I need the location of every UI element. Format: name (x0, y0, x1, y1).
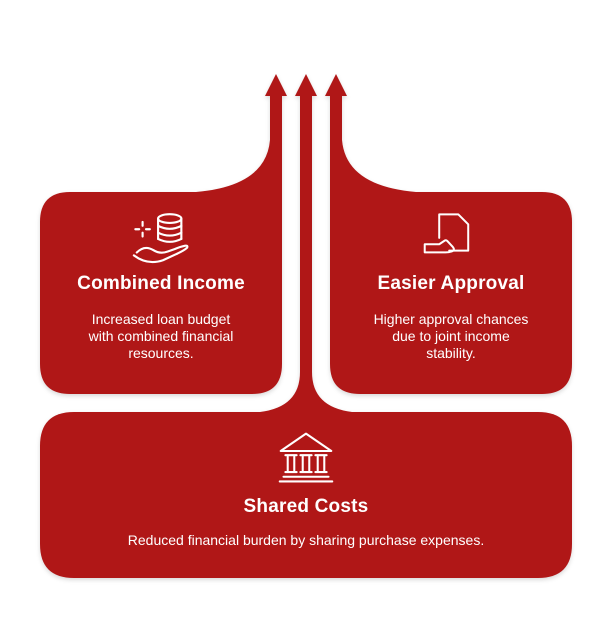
card-shape-easier-approval (330, 192, 572, 394)
arrow-up-left-icon (196, 74, 287, 192)
card-shape-combined-income (40, 192, 282, 394)
arrow-up-middle-icon (260, 74, 352, 412)
arrow-up-right-icon (325, 74, 416, 192)
card-shape-shared-costs (40, 412, 572, 578)
